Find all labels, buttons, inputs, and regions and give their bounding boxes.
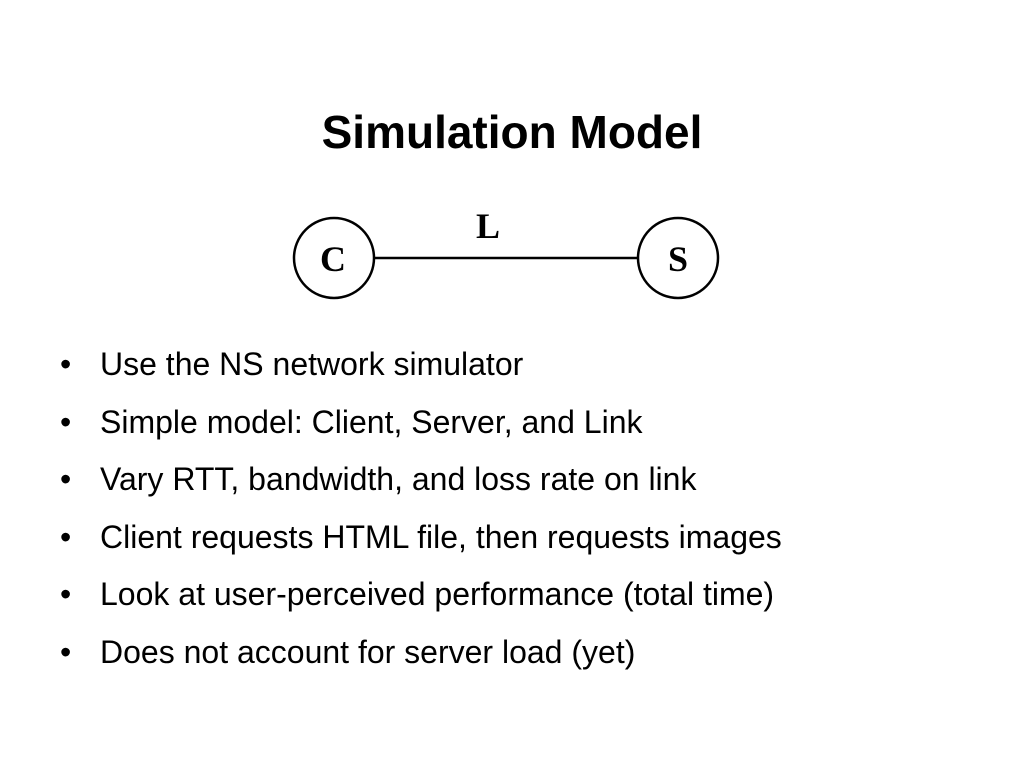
client-server-diagram: C S L	[280, 196, 730, 308]
diagram-svg: C S L	[292, 206, 720, 300]
bullet-dot-icon: •	[60, 576, 72, 612]
client-node-label: C	[320, 239, 346, 279]
bullet-item: • Client requests HTML file, then request…	[58, 509, 998, 567]
server-node	[636, 216, 720, 300]
bullet-item: • Simple model: Client, Server, and Link	[58, 394, 998, 452]
bullet-dot-icon: •	[60, 633, 72, 670]
bullet-text: Use the NS network simulator	[100, 346, 524, 382]
server-node-label: S	[668, 239, 688, 279]
bullet-text: Vary RTT, bandwidth, and loss rate on li…	[100, 461, 697, 497]
bullet-text: Look at user-perceived performance (tota…	[100, 576, 775, 612]
bullet-dot-icon: •	[60, 403, 72, 440]
slide-title: Simulation Model	[321, 106, 703, 158]
bullet-dot-icon: •	[60, 518, 72, 555]
bullet-item: • Does not account for server load (yet)	[58, 624, 998, 682]
bullet-list: • Use the NS network simulator • Simple mo…	[58, 336, 998, 681]
bullet-item: • Vary RTT, bandwidth, and loss rate on l…	[58, 451, 998, 509]
bullet-text: Client requests HTML file, then requests…	[100, 518, 782, 555]
bullet-dot-icon: •	[60, 461, 72, 497]
link-label: L	[476, 206, 500, 246]
client-node	[292, 216, 376, 300]
bullet-dot-icon: •	[60, 346, 72, 382]
bullet-item: • Look at user-perceived performance (tot…	[58, 566, 998, 624]
bullet-text: Does not account for server load (yet)	[100, 633, 636, 670]
bullet-item: • Use the NS network simulator	[58, 336, 998, 394]
bullet-text: Simple model: Client, Server, and Link	[100, 403, 643, 440]
